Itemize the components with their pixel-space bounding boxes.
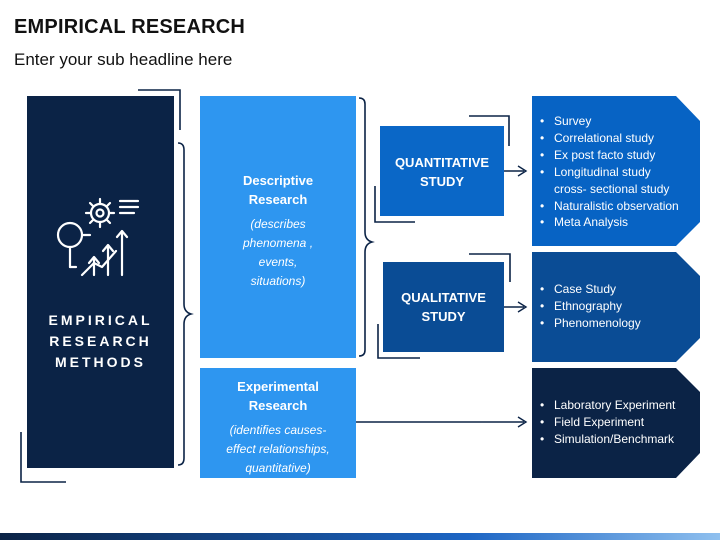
empirical-methods-label: EMPIRICAL RESEARCH METHODS: [27, 310, 174, 373]
quantitative-study-label: QUANTITATIVE STUDY: [380, 153, 504, 191]
experimental-sub-line-1: (identifies causes-: [229, 423, 327, 437]
qual-arrow: [517, 301, 528, 313]
left-label-line-3: METHODS: [55, 354, 146, 370]
exp-arrow: [517, 416, 528, 428]
qualitative-study-box: [383, 262, 504, 352]
empirical-methods-panel: [27, 96, 174, 468]
list-item: Meta Analysis: [532, 214, 712, 231]
descriptive-description: (describes phenomena , events, situation…: [200, 215, 356, 291]
experimental-heading: Experimental Research: [200, 377, 356, 415]
quant-arrow: [517, 165, 528, 177]
list-item: Correlational study: [532, 130, 712, 147]
qualitative-study-label: QUALITATIVE STUDY: [383, 288, 504, 326]
descriptive-sub-line-2: phenomena ,: [242, 236, 314, 250]
descriptive-sub-line-3: events,: [258, 255, 298, 269]
quant-label-line-2: STUDY: [419, 174, 465, 189]
list-item: Field Experiment: [532, 414, 712, 431]
page-title: EMPIRICAL RESEARCH: [14, 16, 246, 38]
descriptive-sub-line-4: situations): [250, 274, 306, 288]
left-brace: [177, 142, 194, 466]
left-label-line-1: EMPIRICAL: [48, 312, 153, 328]
list-item: Case Study: [532, 281, 712, 298]
bottom-accent-bar: [0, 533, 720, 540]
experimental-heading-line-2: Research: [248, 398, 308, 413]
left-box-bottom-frame: [20, 432, 66, 483]
list-item: Phenomenology: [532, 315, 712, 332]
qual-box-bottom-frame: [377, 324, 420, 359]
list-item: Laboratory Experiment: [532, 397, 712, 414]
left-label-line-2: RESEARCH: [49, 333, 152, 349]
quantitative-methods-list: Survey Correlational study Ex post facto…: [532, 113, 712, 231]
experimental-description: (identifies causes- effect relationships…: [200, 421, 356, 478]
page-subtitle: Enter your sub headline here: [14, 50, 233, 69]
middle-brace: [358, 97, 375, 357]
experimental-heading-line-1: Experimental: [237, 379, 319, 394]
list-item-continuation-text: cross- sectional study: [554, 181, 670, 196]
quant-label-line-1: QUANTITATIVE: [394, 155, 490, 170]
descriptive-heading: Descriptive Research: [200, 171, 356, 209]
experimental-methods-list: Laboratory Experiment Field Experiment S…: [532, 397, 712, 448]
research-gears-growth-icon: [56, 197, 140, 277]
experimental-research-box: [200, 368, 356, 478]
qual-box-top-frame: [469, 253, 511, 282]
quant-box-bottom-frame: [374, 186, 415, 223]
quantitative-study-box: [380, 126, 504, 216]
experimental-sub-line-2: effect relationships,: [226, 442, 330, 456]
list-item: Survey: [532, 113, 712, 130]
list-item: Simulation/Benchmark: [532, 431, 712, 448]
qual-label-line-2: STUDY: [421, 309, 466, 324]
qualitative-methods-list: Case Study Ethnography Phenomenology: [532, 281, 712, 332]
list-item: Naturalistic observation: [532, 198, 712, 215]
descriptive-heading-line-2: Research: [248, 192, 308, 207]
descriptive-sub-line-1: (describes: [250, 217, 306, 231]
descriptive-research-box: [200, 96, 356, 358]
quant-box-top-frame: [469, 115, 510, 146]
list-item: Longitudinal study: [532, 164, 712, 181]
experimental-sub-line-3: quantitative): [245, 461, 311, 475]
list-item: Ex post facto study: [532, 147, 712, 164]
list-item: Ethnography: [532, 298, 712, 315]
left-box-top-frame: [138, 89, 181, 130]
qual-label-line-1: QUALITATIVE: [401, 290, 486, 305]
list-item-continuation: cross- sectional study: [532, 181, 712, 198]
descriptive-heading-line-1: Descriptive: [242, 173, 314, 188]
